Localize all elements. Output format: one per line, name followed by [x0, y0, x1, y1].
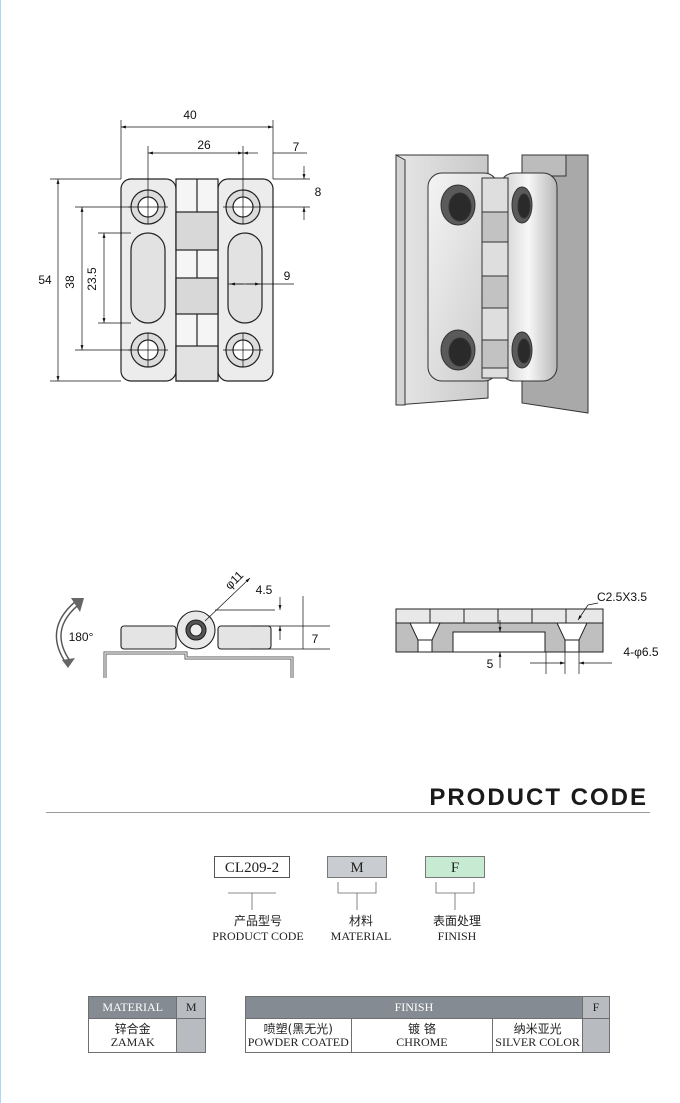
- caption-finish: 表面处理 FINISH: [432, 914, 481, 943]
- dim-slot-length: 23.5: [85, 267, 99, 291]
- dim-knuckle-offset: 4.5: [256, 583, 273, 597]
- dim-slot-width: 9: [284, 269, 291, 283]
- dim-holes: 4-φ6.5: [623, 645, 658, 659]
- finish-option-chrome: 镀 铬 CHROME: [350, 1018, 494, 1053]
- technical-drawing: 40 26 7 8 54 38 23.5 9: [38, 108, 659, 678]
- side-dimensions: [204, 577, 330, 650]
- finish-table-key: F: [581, 996, 611, 1019]
- material-table-key: M: [176, 996, 206, 1019]
- dim-chamfer: C2.5X3.5: [597, 590, 647, 604]
- caption-material: 材料 MATERIAL: [330, 914, 392, 943]
- front-slot-right: [227, 232, 263, 324]
- dim-edge-offset-x: 7: [293, 140, 300, 154]
- front-dimensions: [50, 120, 310, 382]
- dim-thickness: 7: [312, 632, 319, 646]
- dim-height-overall: 54: [38, 273, 52, 287]
- rotation-arrow-icon: [55, 598, 84, 668]
- finish-option-powder-coated: 喷塑(黑无光) POWDER COATED: [245, 1018, 352, 1053]
- isometric-holes: [440, 184, 533, 371]
- isometric-view: [395, 154, 589, 414]
- page-left-border: [0, 0, 1, 1103]
- code-finish-box: F: [425, 856, 485, 878]
- material-row: 锌合金 ZAMAK: [87, 1018, 178, 1053]
- title-divider: [46, 812, 650, 813]
- finish-table-header: FINISH: [245, 996, 583, 1019]
- dim-width-overall: 40: [183, 108, 197, 122]
- section-dimensions: [498, 602, 612, 674]
- section-view: [395, 608, 604, 653]
- dim-hole-pitch: 38: [63, 275, 77, 289]
- front-view: [120, 178, 274, 382]
- finish-option-silver-color: 纳米亚光 SILVER COLOR: [492, 1018, 583, 1053]
- product-code-title: PRODUCT CODE: [429, 784, 648, 811]
- material-table: MATERIAL M 锌合金 ZAMAK: [87, 996, 206, 1053]
- code-material-box: M: [327, 856, 387, 878]
- material-table-header: MATERIAL: [87, 996, 178, 1019]
- section-dimension-labels: C2.5X3.5 4-φ6.5 5: [487, 590, 659, 671]
- dim-hole-spacing: 26: [197, 138, 211, 152]
- front-slot-left: [130, 232, 166, 324]
- finish-table: FINISH F 喷塑(黑无光) POWDER COATED 镀 铬 CHROM…: [245, 996, 611, 1053]
- caption-product-code: 产品型号 PRODUCT CODE: [212, 914, 304, 943]
- front-dimension-labels: 40 26 7 8 54 38 23.5 9: [38, 108, 321, 291]
- code-product-box: CL209-2: [214, 856, 290, 878]
- dim-depth: 5: [487, 657, 494, 671]
- dim-edge-offset-y: 8: [315, 185, 322, 199]
- rotation-label: 180°: [69, 630, 94, 644]
